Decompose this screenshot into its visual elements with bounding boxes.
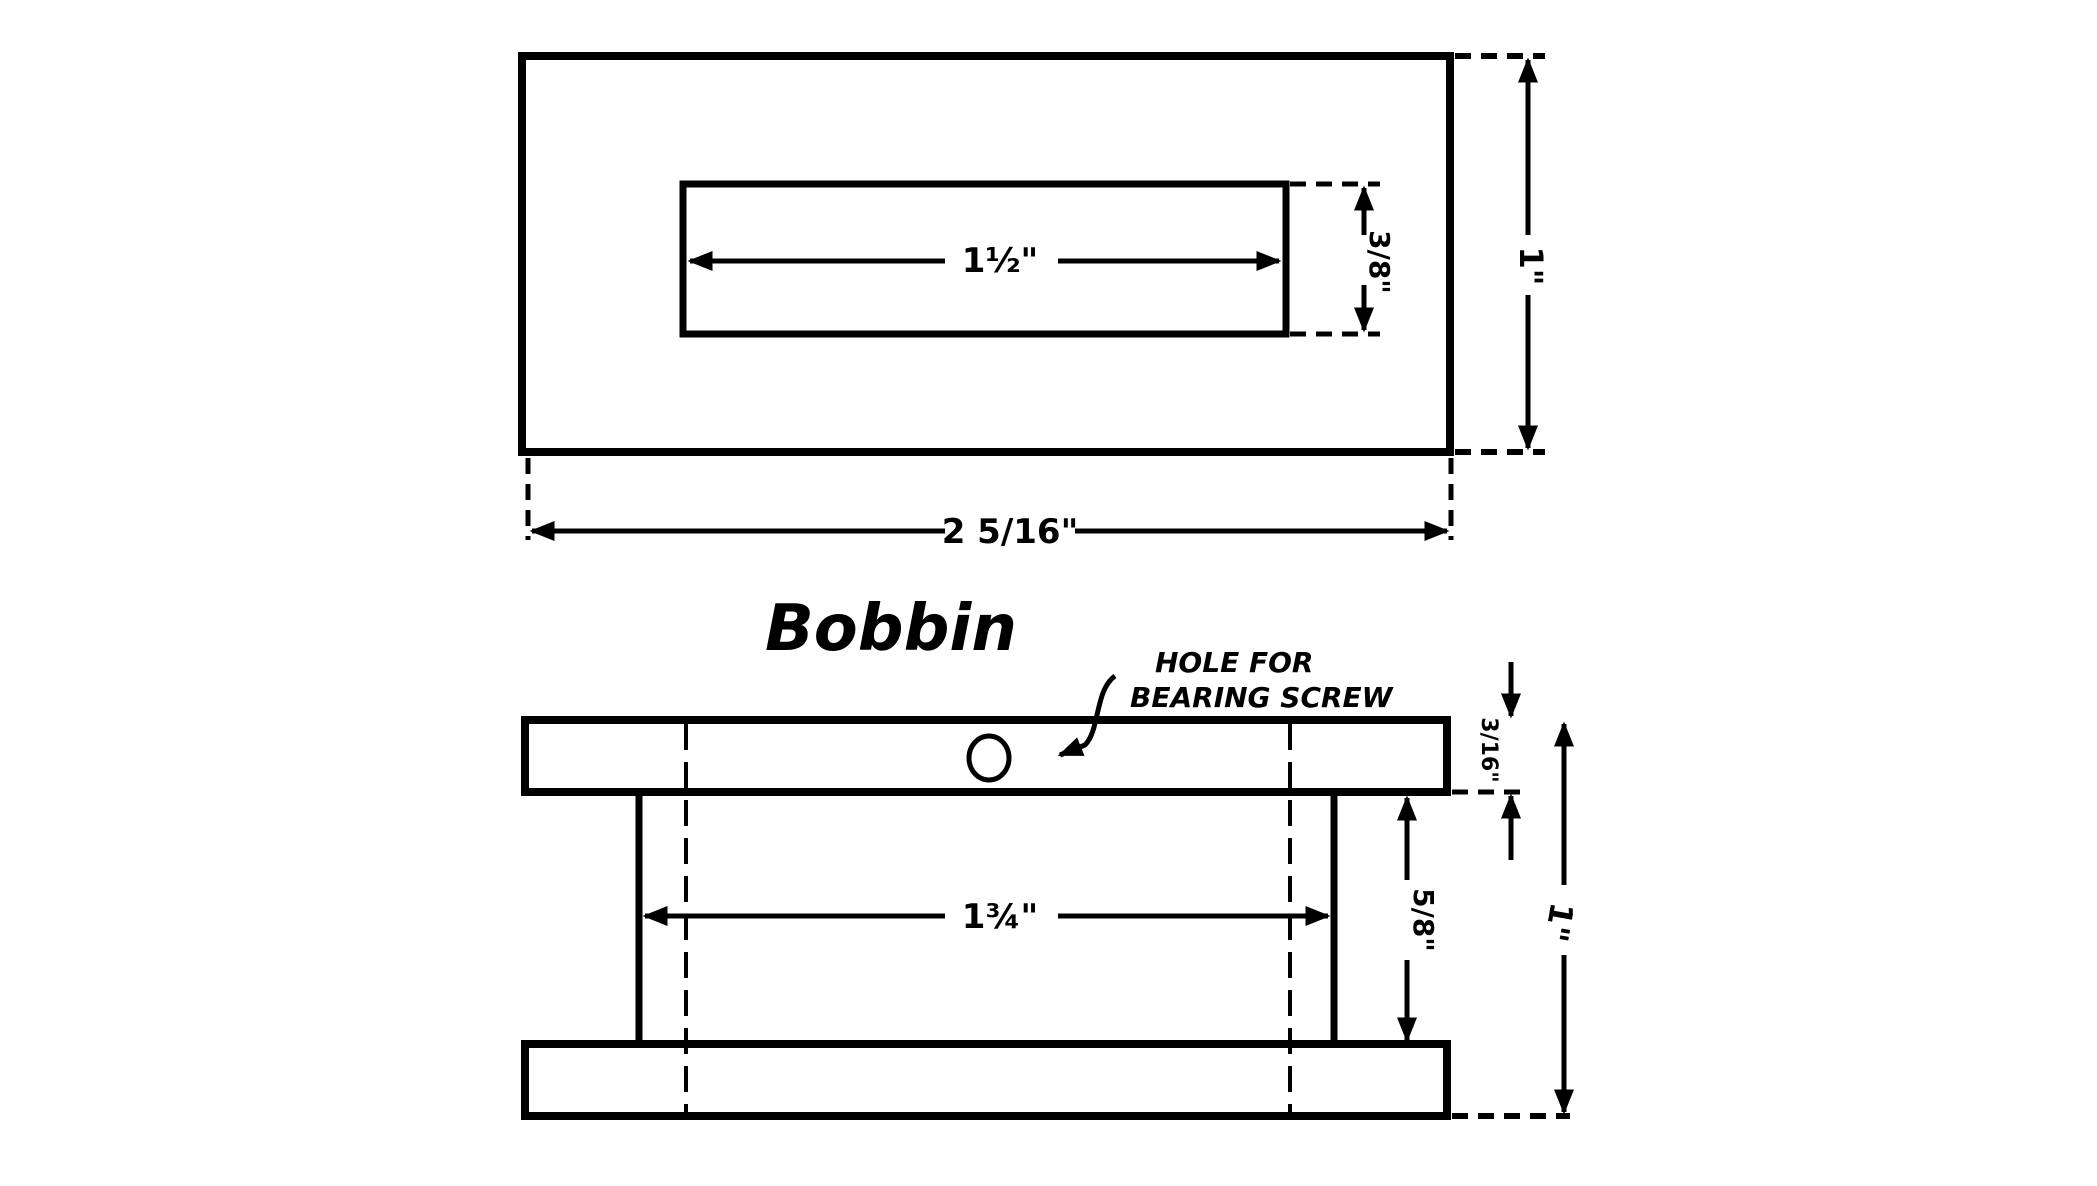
outer-height-dimension: 1" — [1455, 53, 1550, 455]
inner-length-dimension: 1½" — [687, 241, 1282, 281]
outer-plate-outline — [518, 52, 1454, 456]
plate-gap-dimension: 5/8" — [1397, 795, 1440, 1043]
top-view: 1½" 3/8" 1" 2 5/16" — [518, 52, 1550, 552]
overall-height-label: 1" — [1537, 900, 1581, 945]
inner-length-label: 1½" — [962, 241, 1039, 281]
hole-note-line-1: HOLE FOR — [1155, 646, 1313, 679]
outer-width-dimension: 2 5/16" — [525, 458, 1454, 552]
bearing-screw-hole — [966, 733, 1012, 783]
inner-width-label: 3/8" — [1363, 230, 1396, 294]
top-plate — [521, 716, 1451, 796]
side-view: HOLE FOR BEARING SCREW 1¾" 5/8" — [521, 646, 1581, 1120]
inner-width-dimension: 3/8" — [1290, 181, 1396, 337]
hole-note: HOLE FOR BEARING SCREW — [1057, 646, 1394, 758]
plate-thickness-dimension: 3/16" — [1452, 662, 1530, 860]
plate-thickness-label: 3/16" — [1476, 717, 1501, 782]
spindle-length-dimension: 1¾" — [642, 897, 1331, 937]
bottom-plate — [521, 1040, 1451, 1120]
hole-note-line-2: BEARING SCREW — [1130, 681, 1394, 714]
inner-slot-outline — [679, 180, 1290, 338]
outer-width-label: 2 5/16" — [942, 512, 1079, 552]
hole-leader-arrow — [1057, 673, 1117, 758]
spindle-length-label: 1¾" — [962, 897, 1039, 937]
outer-height-label: 1" — [1512, 247, 1550, 286]
drawing-title: Bobbin — [765, 592, 1017, 666]
overall-height-dimension: 1" — [1452, 721, 1581, 1119]
plate-gap-label: 5/8" — [1407, 888, 1440, 952]
